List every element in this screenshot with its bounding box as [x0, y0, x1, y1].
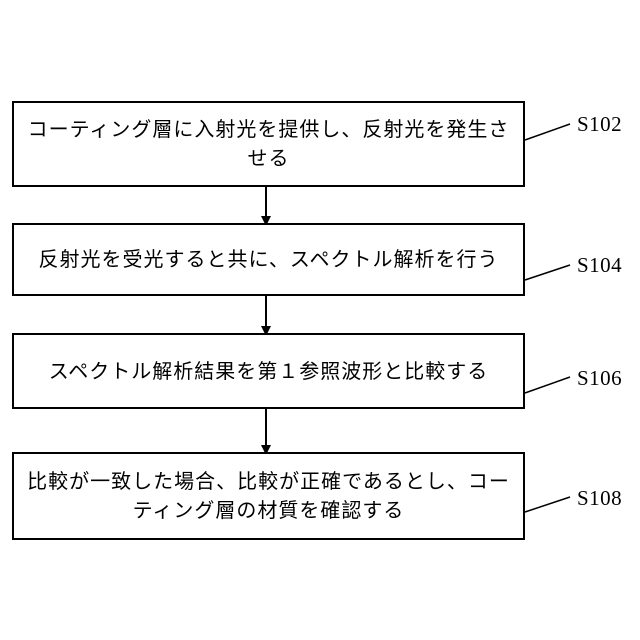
- step-label-s102: S102: [577, 112, 622, 136]
- step-box-s108: 比較が一致した場合、比較が正確であるとし、コーティング層の材質を確認する: [12, 452, 525, 540]
- leader-line-s102: [525, 124, 570, 140]
- leader-line-s106: [525, 377, 570, 393]
- step-box-s106: スペクトル解析結果を第１参照波形と比較する: [12, 333, 525, 409]
- leader-line-s108: [525, 497, 570, 512]
- step-text-s102: コーティング層に入射光を提供し、反射光を発生させる: [14, 115, 523, 173]
- step-label-s106: S106: [577, 366, 622, 390]
- step-box-s102: コーティング層に入射光を提供し、反射光を発生させる: [12, 101, 525, 187]
- step-box-s104: 反射光を受光すると共に、スペクトル解析を行う: [12, 223, 525, 296]
- step-text-s108: 比較が一致した場合、比較が正確であるとし、コーティング層の材質を確認する: [14, 467, 523, 525]
- step-label-s108: S108: [577, 486, 622, 510]
- step-text-s106: スペクトル解析結果を第１参照波形と比較する: [39, 357, 499, 386]
- step-label-s104: S104: [577, 253, 622, 277]
- step-text-s104: 反射光を受光すると共に、スペクトル解析を行う: [29, 245, 509, 274]
- leader-line-s104: [525, 265, 570, 280]
